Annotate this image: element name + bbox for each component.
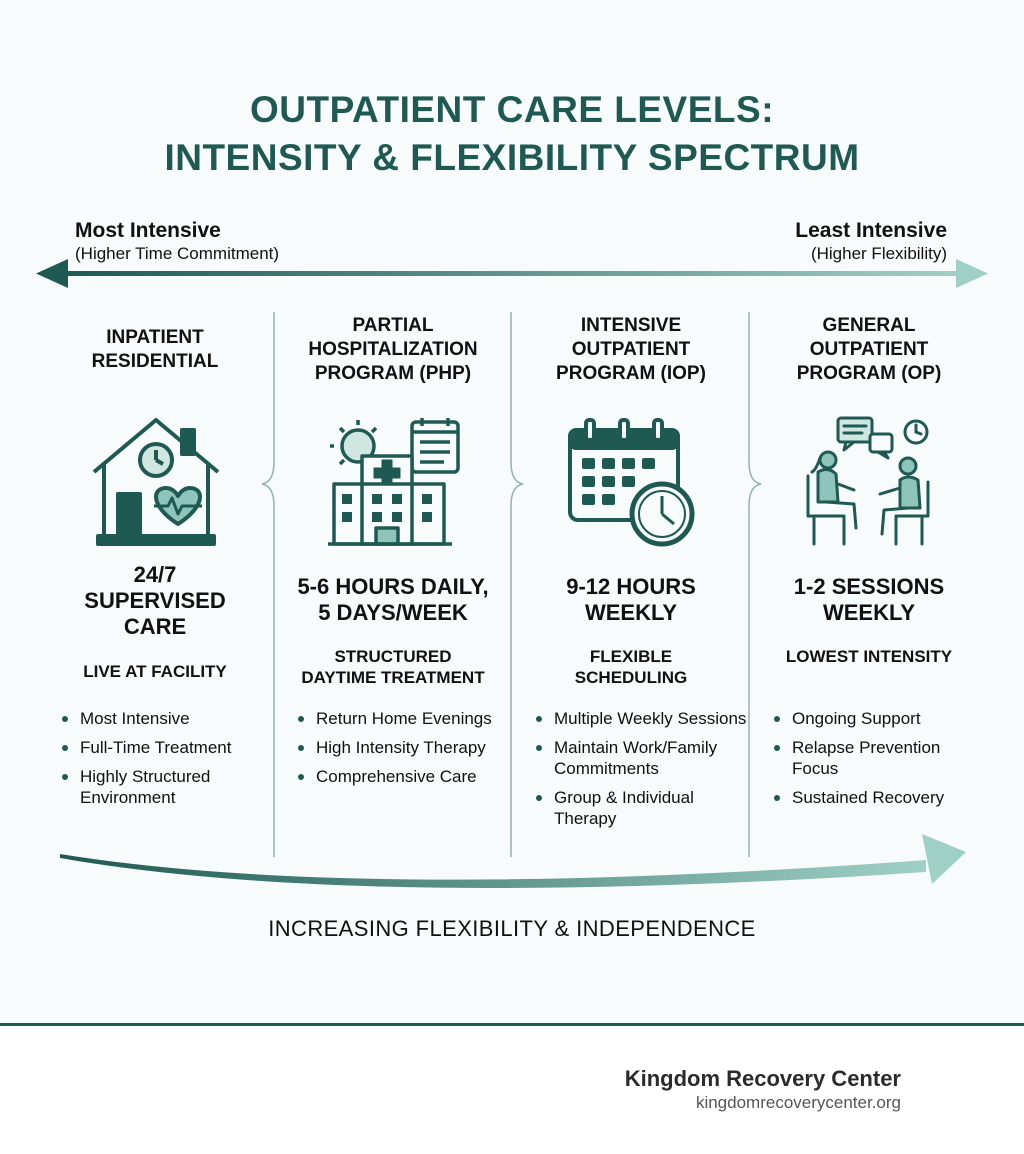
metric-line: WEEKLY bbox=[584, 600, 678, 625]
flexibility-arrow bbox=[60, 834, 966, 889]
title-line: PROGRAM (PHP) bbox=[314, 363, 472, 384]
column-divider bbox=[510, 312, 524, 857]
care-level-metric: 9-12 HOURS WEEKLY bbox=[512, 574, 750, 626]
title-line: INTENSIVE bbox=[580, 315, 682, 336]
hospital-sun-clipboard-icon bbox=[328, 418, 460, 546]
subtitle-line: FLEXIBLE bbox=[589, 647, 673, 666]
care-level-metric: 24/7 SUPERVISED CARE bbox=[36, 562, 274, 640]
most-intensive-note: (Higher Time Commitment) bbox=[75, 244, 280, 263]
metric-line: 1-2 SESSIONS bbox=[793, 574, 945, 599]
column-divider bbox=[748, 312, 762, 857]
care-level-subtitle: FLEXIBLE SCHEDULING bbox=[512, 646, 750, 688]
care-level-bullets: Most Intensive Full-Time Treatment Highl… bbox=[62, 708, 262, 816]
title-line: PROGRAM (OP) bbox=[796, 363, 942, 384]
calendar-clock-icon bbox=[568, 418, 695, 547]
metric-line: 9-12 HOURS bbox=[566, 574, 696, 599]
subtitle-line: DAYTIME TREATMENT bbox=[301, 668, 485, 687]
flexibility-label: INCREASING FLEXIBILITY & INDEPENDENCE bbox=[268, 916, 756, 941]
list-item: Group & Individual Therapy bbox=[536, 787, 750, 829]
column-divider bbox=[261, 312, 275, 857]
list-item: Comprehensive Care bbox=[298, 766, 504, 787]
metric-line: WEEKLY bbox=[822, 600, 916, 625]
metric-line: 5-6 HOURS DAILY, bbox=[297, 574, 489, 599]
metric-line: 5 DAYS/WEEK bbox=[318, 600, 468, 625]
footer-divider bbox=[0, 1023, 1024, 1026]
list-item: Highly Structured Environment bbox=[62, 766, 262, 808]
subtitle-line: STRUCTURED bbox=[334, 647, 452, 666]
least-intensive-note: (Higher Flexibility) bbox=[810, 244, 947, 263]
care-level-subtitle: LOWEST INTENSITY bbox=[750, 646, 988, 667]
care-level-metric: 1-2 SESSIONS WEEKLY bbox=[750, 574, 988, 626]
house-clock-heart-icon bbox=[92, 418, 220, 546]
arrow-right-head bbox=[922, 834, 966, 884]
care-level-bullets: Return Home Evenings High Intensity Ther… bbox=[298, 708, 504, 795]
list-item: Multiple Weekly Sessions bbox=[536, 708, 750, 729]
title-line: INPATIENT bbox=[106, 327, 204, 348]
arrow-right-head bbox=[956, 259, 988, 288]
title-line-2: INTENSITY & FLEXIBILITY SPECTRUM bbox=[164, 137, 860, 178]
counseling-session-icon bbox=[806, 416, 930, 546]
care-level-bullets: Multiple Weekly Sessions Maintain Work/F… bbox=[536, 708, 750, 837]
subtitle-line: LOWEST INTENSITY bbox=[785, 647, 953, 666]
list-item: Most Intensive bbox=[62, 708, 262, 729]
care-level-title: INPATIENT RESIDENTIAL bbox=[36, 326, 274, 374]
least-intensive-title: Least Intensive bbox=[795, 219, 947, 242]
list-item: Full-Time Treatment bbox=[62, 737, 262, 758]
list-item: High Intensity Therapy bbox=[298, 737, 504, 758]
care-level-title: PARTIAL HOSPITALIZATION PROGRAM (PHP) bbox=[274, 314, 512, 386]
care-level-title: INTENSIVE OUTPATIENT PROGRAM (IOP) bbox=[512, 314, 750, 386]
subtitle-line: SCHEDULING bbox=[574, 668, 688, 687]
subtitle-line: LIVE AT FACILITY bbox=[83, 662, 227, 681]
title-line: OUTPATIENT bbox=[809, 339, 929, 360]
list-item: Return Home Evenings bbox=[298, 708, 504, 729]
title-line: GENERAL bbox=[822, 315, 916, 336]
care-level-metric: 5-6 HOURS DAILY, 5 DAYS/WEEK bbox=[274, 574, 512, 626]
list-item: Maintain Work/Family Commitments bbox=[536, 737, 750, 779]
title-line: PROGRAM (IOP) bbox=[556, 363, 706, 384]
list-item: Ongoing Support bbox=[774, 708, 980, 729]
arrow-left-head bbox=[36, 259, 68, 288]
least-intensive-label: Least Intensive (Higher Flexibility) bbox=[795, 218, 947, 265]
most-intensive-title: Most Intensive bbox=[75, 219, 221, 242]
care-level-bullets: Ongoing Support Relapse Prevention Focus… bbox=[774, 708, 980, 816]
title-line: OUTPATIENT bbox=[571, 339, 691, 360]
title-line: HOSPITALIZATION bbox=[308, 339, 478, 360]
list-item: Sustained Recovery bbox=[774, 787, 980, 808]
title-line: PARTIAL bbox=[352, 315, 434, 336]
metric-line: SUPERVISED bbox=[84, 588, 226, 613]
metric-line: CARE bbox=[123, 614, 187, 639]
care-level-subtitle: LIVE AT FACILITY bbox=[36, 661, 274, 682]
care-level-title: GENERAL OUTPATIENT PROGRAM (OP) bbox=[750, 314, 988, 386]
metric-line: 24/7 bbox=[133, 562, 177, 587]
most-intensive-label: Most Intensive (Higher Time Commitment) bbox=[75, 218, 279, 265]
list-item: Relapse Prevention Focus bbox=[774, 737, 980, 779]
brand-block: Kingdom Recovery Center kingdomrecoveryc… bbox=[625, 1066, 901, 1114]
care-level-subtitle: STRUCTURED DAYTIME TREATMENT bbox=[274, 646, 512, 688]
footer bbox=[0, 1026, 1024, 1154]
title-line: RESIDENTIAL bbox=[91, 351, 219, 372]
brand-url[interactable]: kingdomrecoverycenter.org bbox=[695, 1093, 901, 1112]
title-line-1: OUTPATIENT CARE LEVELS: bbox=[249, 89, 775, 130]
brand-name: Kingdom Recovery Center bbox=[624, 1066, 901, 1091]
page-title: OUTPATIENT CARE LEVELS: INTENSITY & FLEX… bbox=[0, 86, 1024, 182]
intensity-spectrum-arrow bbox=[36, 259, 988, 288]
